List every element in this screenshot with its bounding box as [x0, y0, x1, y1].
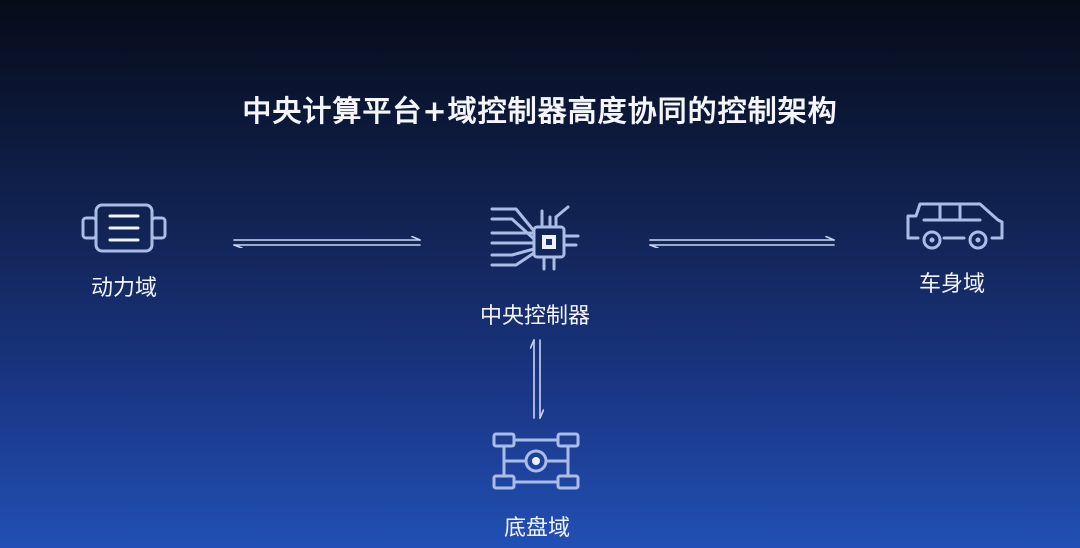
chassis-domain-label: 底盘域 — [503, 516, 570, 541]
double-arrow-central-chassis — [530, 338, 544, 420]
power-domain-label: 动力域 — [90, 276, 157, 301]
suv-car-icon — [902, 200, 1006, 252]
chip-icon — [488, 203, 582, 273]
double-arrow-central-body — [648, 236, 836, 248]
motor-icon — [80, 202, 168, 254]
page-title: 中央计算平台+域控制器高度协同的控制架构 — [242, 94, 838, 128]
chassis-axle-icon — [490, 430, 582, 492]
double-arrow-power-central — [232, 236, 422, 248]
body-domain-label: 车身域 — [918, 272, 985, 297]
central-controller-label: 中央控制器 — [479, 304, 590, 329]
